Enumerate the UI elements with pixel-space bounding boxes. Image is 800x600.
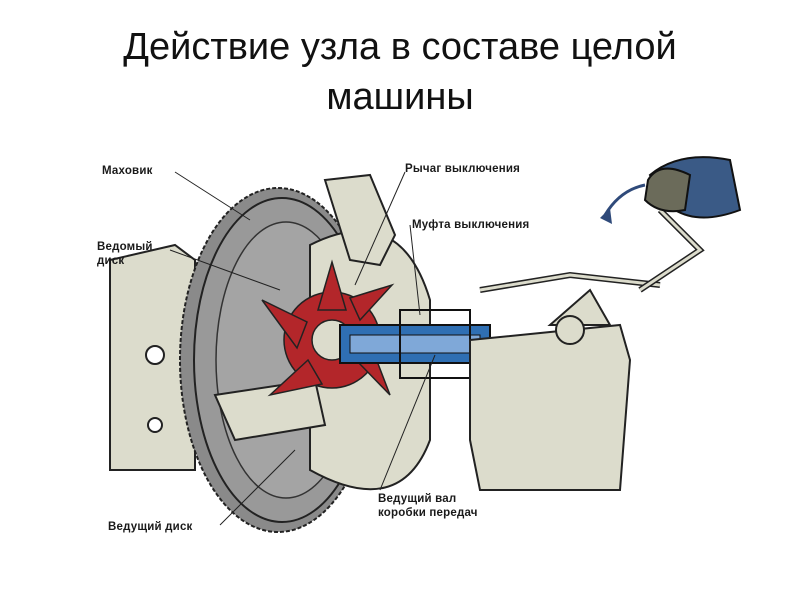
label-driven-disc: Ведомый диск: [97, 240, 153, 268]
title-line-2: машины: [326, 76, 474, 118]
label-release-lever: Рычаг выключения: [405, 163, 521, 175]
label-driven-disc-line-2: диск: [97, 255, 125, 267]
label-flywheel: Маховик: [102, 165, 153, 177]
title-line-1: Действие узла в составе целой: [123, 26, 677, 68]
label-input-shaft: Ведущий вал коробки передач: [378, 492, 478, 520]
label-input-shaft-line-1: Ведущий вал: [378, 493, 457, 505]
label-input-shaft-line-2: коробки передач: [378, 507, 478, 519]
gearbox: [469, 323, 632, 491]
pedal-shoe-icon: [643, 156, 742, 219]
label-driven-disc-line-1: Ведомый: [97, 241, 153, 253]
label-driving-disc: Ведущий диск: [108, 521, 193, 533]
clutch-diagram: [109, 156, 742, 533]
label-release-clutch: Муфта выключения: [412, 219, 530, 231]
motion-arrow-icon: [603, 183, 646, 216]
page-title: Действие узла в составе целой машины: [0, 22, 800, 122]
